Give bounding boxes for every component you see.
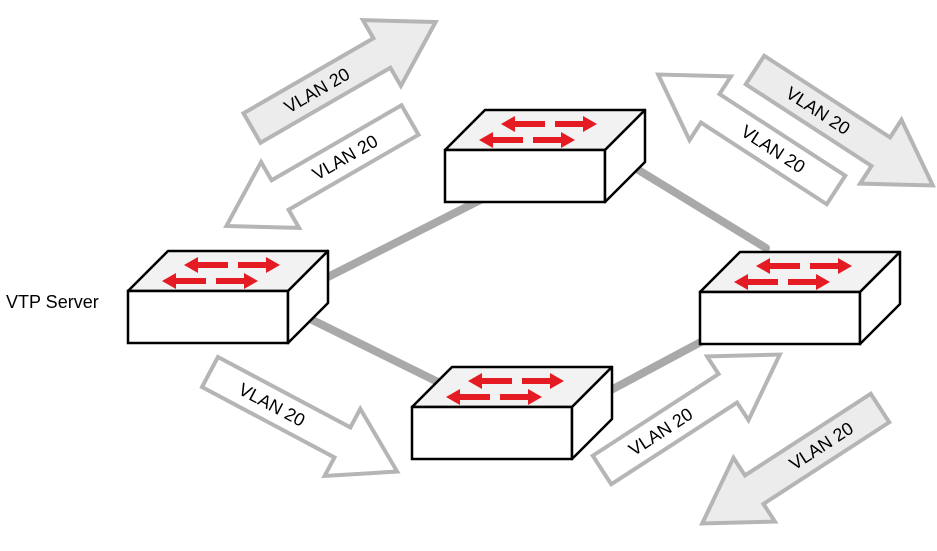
switches-layer bbox=[126, 108, 902, 461]
right-arrow-icon bbox=[788, 274, 830, 290]
arrow-bottom-right-incoming bbox=[698, 390, 893, 526]
switch-bottom[interactable] bbox=[410, 365, 614, 461]
right-arrow-icon bbox=[555, 116, 597, 132]
arrow-top-left-incoming bbox=[223, 102, 422, 231]
right-arrow-icon bbox=[522, 373, 564, 389]
switch-right-side-face bbox=[858, 250, 902, 346]
arrow-top-left-outgoing bbox=[240, 17, 439, 146]
left-arrow-icon bbox=[501, 116, 545, 132]
left-arrow-icon bbox=[734, 274, 778, 290]
switch-bottom-side-face bbox=[570, 365, 614, 461]
right-arrow-icon bbox=[500, 389, 542, 405]
switch-top-side-face bbox=[603, 108, 647, 204]
switch-vtp-server[interactable] bbox=[126, 249, 330, 345]
arrow-top-right-outgoing bbox=[742, 52, 937, 188]
arrow-bottom-left-outgoing bbox=[199, 354, 401, 479]
right-arrow-icon bbox=[533, 132, 575, 148]
switch-bottom-front-face bbox=[410, 405, 574, 461]
switch-right[interactable] bbox=[698, 250, 902, 346]
switch-top[interactable] bbox=[443, 108, 647, 204]
left-arrow-icon bbox=[162, 273, 206, 289]
left-arrow-icon bbox=[756, 258, 800, 274]
link-top-right bbox=[613, 153, 770, 252]
arrow-top-right-incoming bbox=[654, 72, 849, 208]
right-arrow-icon bbox=[810, 258, 852, 274]
switch-top-front-face bbox=[443, 148, 607, 204]
left-arrow-icon bbox=[184, 257, 228, 273]
right-arrow-icon bbox=[238, 257, 280, 273]
switch-vtp-server-side-face bbox=[286, 249, 330, 345]
link-server-bottom bbox=[284, 304, 448, 389]
left-arrow-icon bbox=[446, 389, 490, 405]
switch-right-front-face bbox=[698, 290, 862, 346]
left-arrow-icon bbox=[479, 132, 523, 148]
left-arrow-icon bbox=[468, 373, 512, 389]
vtp-server-label: VTP Server bbox=[6, 292, 99, 312]
right-arrow-icon bbox=[216, 273, 258, 289]
switch-vtp-server-front-face bbox=[126, 289, 290, 345]
arrow-bottom-right-outgoing bbox=[589, 352, 784, 488]
